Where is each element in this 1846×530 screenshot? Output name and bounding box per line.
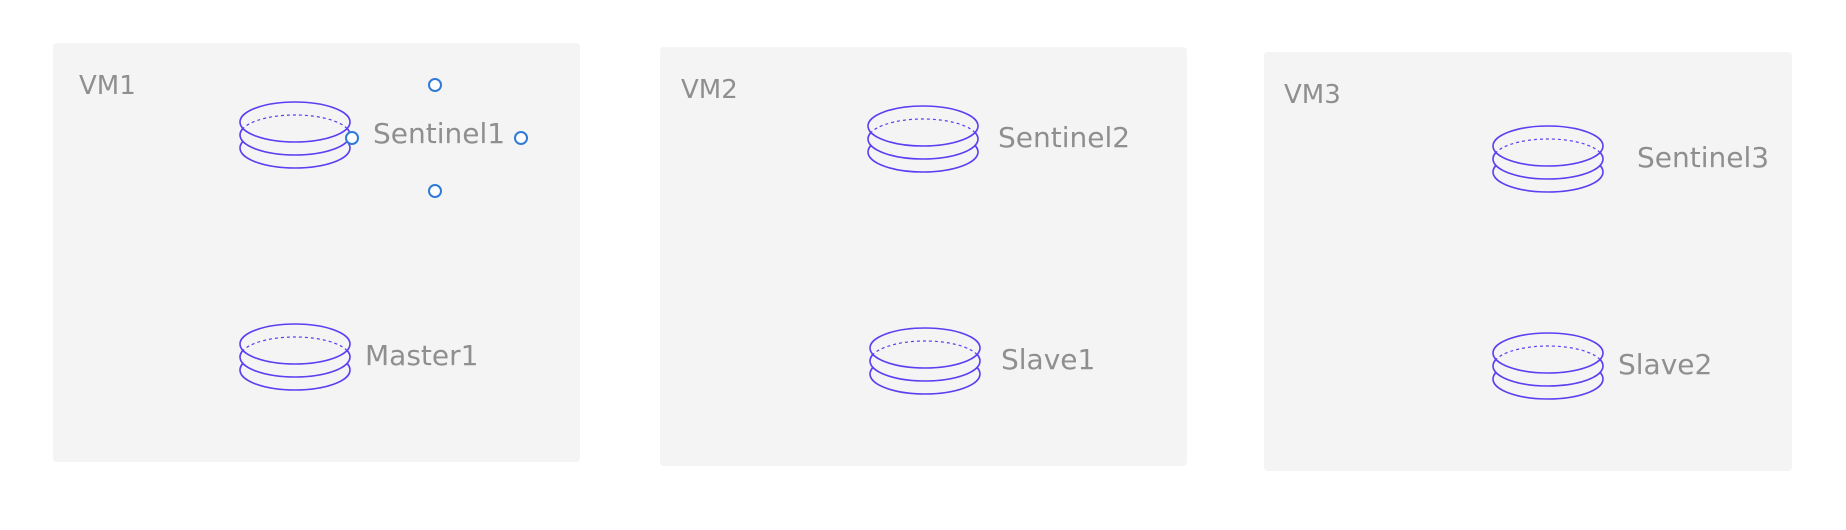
vm3-box[interactable]: VM3 Sentinel3 Slave2 <box>1264 52 1792 471</box>
vm2-title: VM2 <box>681 75 738 105</box>
vm3-title: VM3 <box>1284 80 1341 110</box>
selection-handle-top[interactable] <box>428 78 442 92</box>
database-icon <box>867 97 979 181</box>
vm1-box[interactable]: VM1 Sentinel1 Master1 <box>53 43 580 462</box>
selection-handle-bottom[interactable] <box>428 184 442 198</box>
sentinel3-label: Sentinel3 <box>1637 141 1770 174</box>
slave2-label: Slave2 <box>1618 348 1713 381</box>
vm1-title: VM1 <box>79 71 136 101</box>
database-icon <box>239 315 351 399</box>
selection-handle-right[interactable] <box>514 131 528 145</box>
selection-handle-left[interactable] <box>345 131 359 145</box>
database-icon <box>1492 324 1604 408</box>
database-icon <box>239 93 351 177</box>
sentinel2-label: Sentinel2 <box>998 121 1131 154</box>
sentinel1-label: Sentinel1 <box>373 117 506 150</box>
vm2-box[interactable]: VM2 Sentinel2 Slave1 <box>660 47 1187 466</box>
master1-label: Master1 <box>365 339 479 372</box>
slave1-label: Slave1 <box>1001 343 1096 376</box>
database-icon <box>869 319 981 403</box>
database-icon <box>1492 117 1604 201</box>
